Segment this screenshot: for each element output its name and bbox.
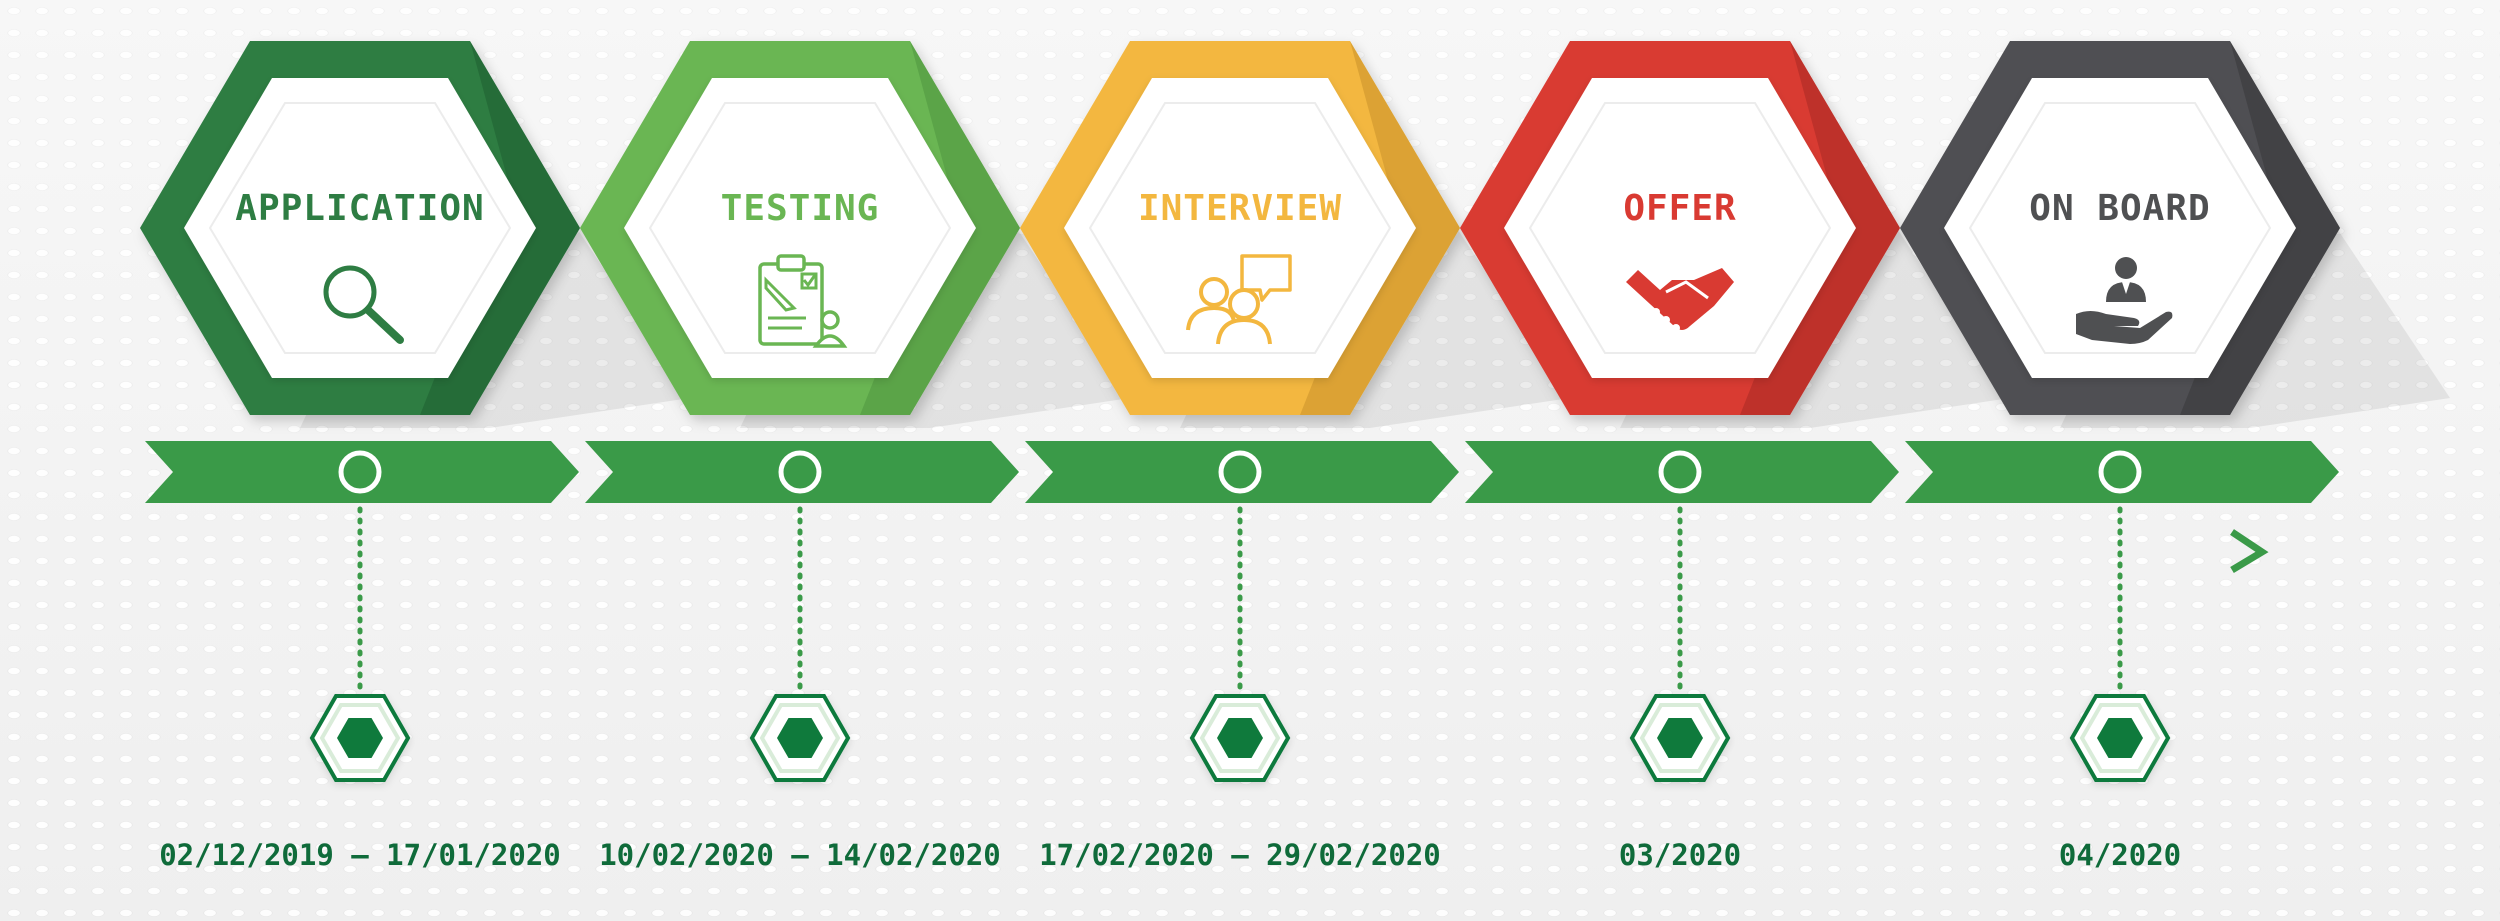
stage-date: 04/2020 bbox=[2059, 838, 2181, 872]
stage-3: INTERVIEW bbox=[1020, 41, 1460, 415]
stage-title: TESTING bbox=[721, 188, 880, 229]
timeline-node bbox=[2098, 450, 2142, 494]
interview-people-icon bbox=[1186, 254, 1292, 345]
stage-hexagons: APPLICATION TESTING INTERVIEW OFFER ON BOARD bbox=[140, 41, 2340, 415]
timeline-node bbox=[778, 450, 822, 494]
date-markers bbox=[309, 694, 2171, 782]
clipboard-test-icon bbox=[758, 254, 848, 348]
timeline-node bbox=[1218, 450, 1262, 494]
chevron-right-icon bbox=[2230, 529, 2269, 574]
timeline-connectors bbox=[357, 495, 2123, 693]
stage-title: OFFER bbox=[1623, 188, 1736, 229]
stage-date: 17/02/2020 – 29/02/2020 bbox=[1039, 838, 1441, 872]
stage-4: OFFER bbox=[1460, 41, 1900, 415]
stage-1: APPLICATION bbox=[140, 41, 580, 415]
stage-title: INTERVIEW bbox=[1138, 188, 1342, 229]
timeline-bar bbox=[145, 441, 2339, 574]
hexagon-marker-icon bbox=[1629, 694, 1731, 782]
stage-hexagon-core bbox=[1088, 102, 1392, 354]
stage-hexagon-core bbox=[648, 102, 952, 354]
hexagon-marker-icon bbox=[749, 694, 851, 782]
stage-hexagon-core bbox=[1528, 102, 1832, 354]
stage-title: ON BOARD bbox=[2029, 188, 2210, 229]
timeline-node bbox=[338, 450, 382, 494]
stage-2: TESTING bbox=[580, 41, 1020, 415]
stage-date: 10/02/2020 – 14/02/2020 bbox=[599, 838, 1001, 872]
hexagon-marker-icon bbox=[309, 694, 411, 782]
hexagon-marker-icon bbox=[2069, 694, 2171, 782]
magnifier-icon bbox=[323, 265, 404, 344]
stage-date: 03/2020 bbox=[1619, 838, 1741, 872]
date-labels: 02/12/2019 – 17/01/2020 10/02/2020 – 14/0… bbox=[159, 838, 2181, 872]
handshake-icon bbox=[1626, 268, 1734, 332]
stage-date: 02/12/2019 – 17/01/2020 bbox=[159, 838, 561, 872]
stage-title: APPLICATION bbox=[235, 188, 484, 229]
hexagon-marker-icon bbox=[1189, 694, 1291, 782]
timeline-node bbox=[1658, 450, 1702, 494]
stage-hexagon-core bbox=[208, 102, 512, 354]
stage-hexagon-core bbox=[1968, 102, 2272, 354]
stage-5: ON BOARD bbox=[1900, 41, 2340, 415]
onboard-person-hand-icon bbox=[2076, 257, 2173, 344]
